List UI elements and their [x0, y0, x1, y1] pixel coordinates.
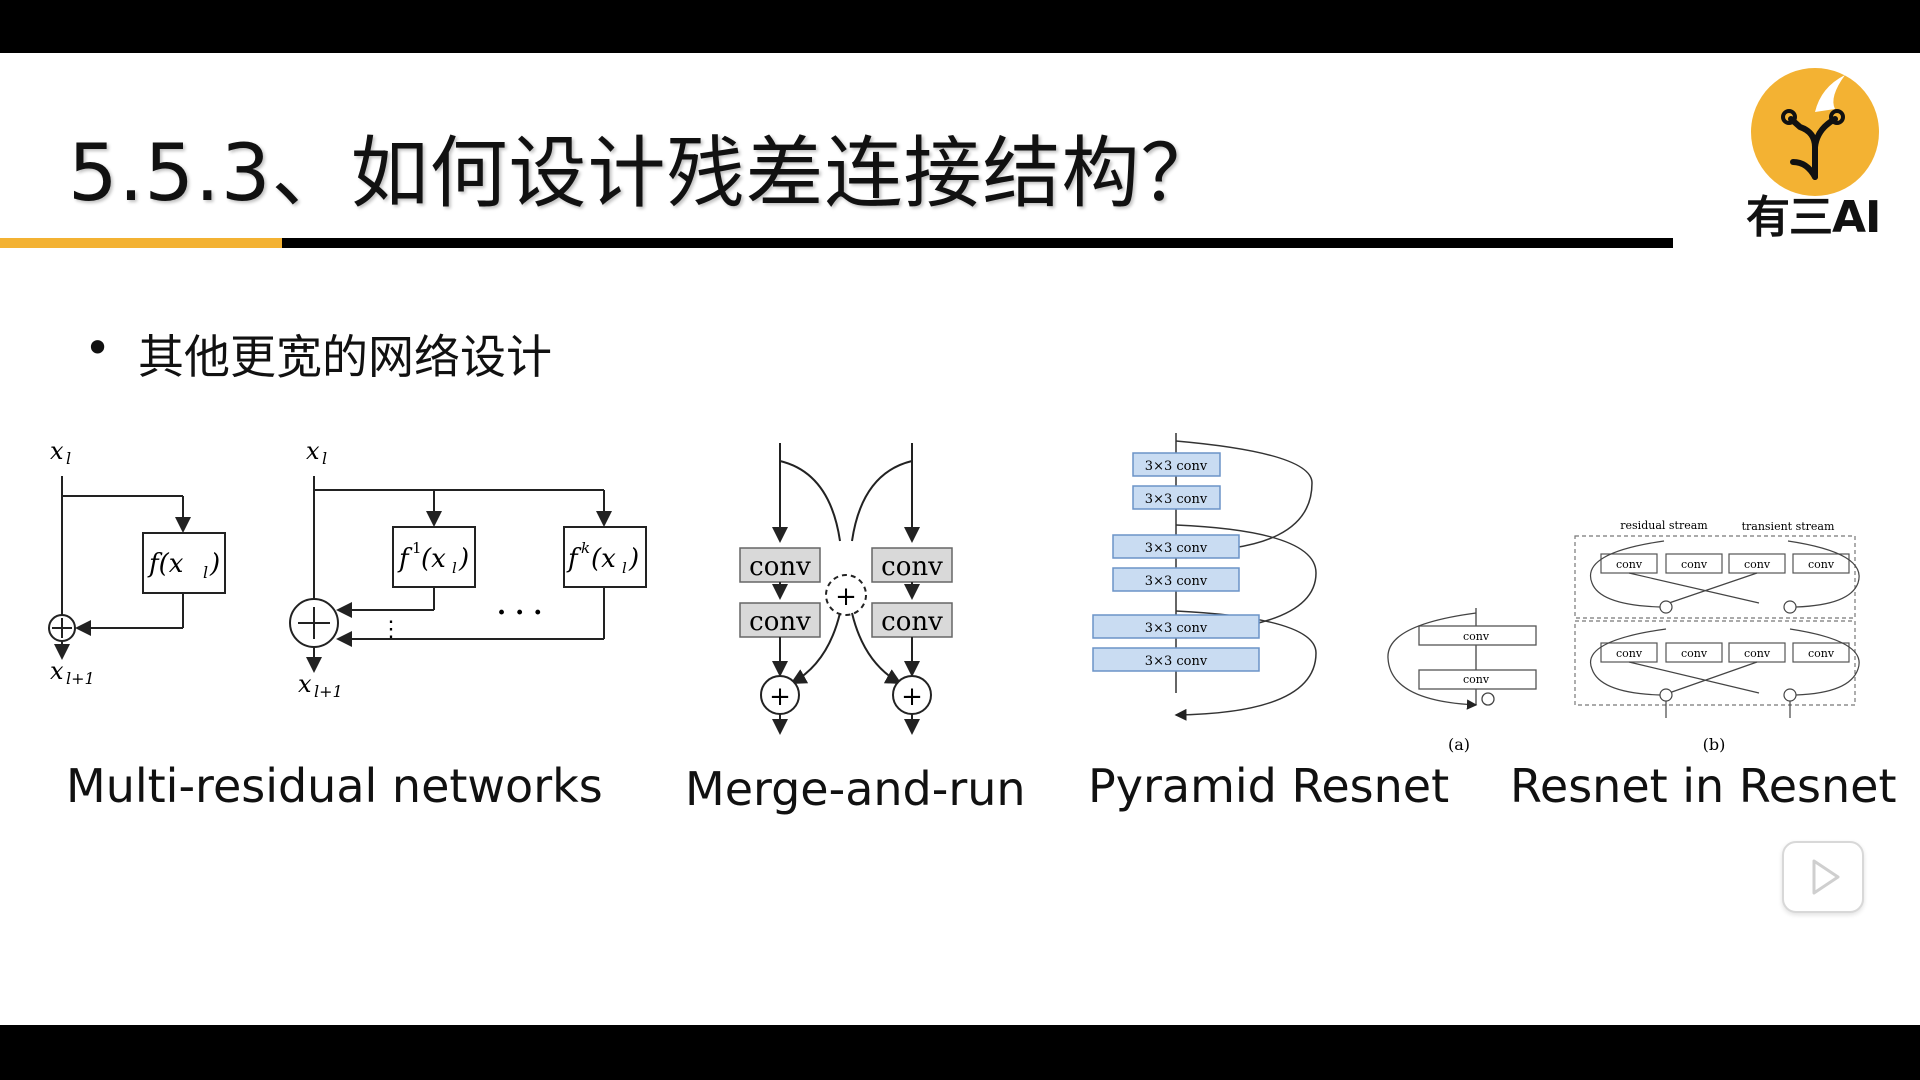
rir-b-conv-label-4: conv: [1808, 558, 1835, 571]
pyramid-label-4: 3×3 conv: [1145, 574, 1208, 589]
pyramid-label-1: 3×3 conv: [1145, 459, 1208, 474]
pyramid-label-2: 3×3 conv: [1145, 492, 1208, 507]
rir-a-conv-label-2: conv: [1463, 673, 1490, 686]
rir-b-conv-label-6: conv: [1681, 647, 1708, 660]
pyramid-block-2: [1132, 485, 1221, 510]
rir-a-conv-2: [1418, 669, 1537, 690]
f1-sup: 1: [412, 539, 422, 557]
rir-b-label: (b): [1703, 735, 1726, 754]
f1-close: ): [458, 544, 469, 574]
f1-sub: l: [452, 559, 457, 577]
pyramid-label-3: 3×3 conv: [1145, 541, 1208, 556]
pyramid-label-6: 3×3 conv: [1145, 654, 1208, 669]
right-input-sub: l: [322, 449, 327, 468]
multi-residual-left-diagram: x l f(x l ) x l+1: [48, 437, 226, 688]
left-fn-label: f(x: [147, 549, 184, 579]
pyramid-resnet-diagram: 3×3 conv 3×3 conv 3×3 conv 3×3 conv 3×3 …: [1092, 433, 1317, 721]
rir-a-label: (a): [1448, 735, 1470, 754]
rir-b-conv-2: [1665, 553, 1723, 574]
left-output-sub: l+1: [66, 669, 95, 688]
pyramid-block-4: [1112, 567, 1240, 592]
rir-b-residual-label: residual stream: [1620, 519, 1708, 532]
f1-arg: (x: [421, 544, 446, 574]
conv-box-1: [739, 547, 821, 583]
logo-text: 有三AI: [1746, 192, 1881, 243]
rir-a-conv-label-1: conv: [1463, 630, 1490, 643]
conv-box-4: [871, 602, 953, 638]
right-input-label: x: [306, 437, 320, 465]
vertical-dots: ⋮: [380, 617, 402, 642]
merge-plus: +: [835, 582, 857, 612]
bullet-text: 其他更宽的网络设计: [138, 330, 552, 384]
rir-b-conv-label-7: conv: [1744, 647, 1771, 660]
rir-b-conv-label-1: conv: [1616, 558, 1643, 571]
left-residual-box: [142, 532, 226, 594]
logo-icon: [1751, 68, 1879, 196]
rir-b-conv-label-5: conv: [1616, 647, 1643, 660]
pyramid-block-1: [1132, 452, 1221, 477]
conv-label-4: conv: [881, 607, 943, 637]
rir-b-conv-4: [1792, 553, 1850, 574]
fk-sup: k: [581, 539, 590, 557]
conv-box-2: [871, 547, 953, 583]
rir-a-conv-1: [1418, 625, 1537, 646]
slide: 5.5.3、如何设计残差连接结构？ 有三AI • 其他更宽的网络设计 x l f…: [0, 53, 1920, 1025]
title-underline-accent: [0, 238, 282, 248]
merge-and-run-diagram: conv conv conv conv + + +: [739, 443, 953, 735]
conv-label-2: conv: [881, 552, 943, 582]
sum-plus-left: +: [769, 682, 791, 712]
bullet-dot: •: [84, 321, 112, 375]
caption-merge-and-run: Merge-and-run: [685, 762, 1026, 816]
fk-arg: (x: [591, 544, 616, 574]
right-output-label: x: [298, 670, 312, 698]
rir-b-conv-8: [1792, 642, 1850, 663]
diagrams-canvas: x l f(x l ) x l+1 x l f: [48, 433, 1860, 754]
caption-multi-residual: Multi-residual networks: [66, 759, 603, 813]
sum-plus-right: +: [901, 682, 923, 712]
left-output-label: x: [50, 657, 64, 685]
slide-title: 5.5.3、如何设计残差连接结构？: [68, 129, 1220, 219]
rir-b-conv-label-2: conv: [1681, 558, 1708, 571]
fk-sub: l: [622, 559, 627, 577]
rir-diagram-b: residual stream transient stream conv co…: [1574, 519, 1860, 754]
multi-residual-right-diagram: x l f 1 (x l ) · · · f k (x l ) ⋮: [289, 437, 647, 701]
conv-label-3: conv: [749, 607, 811, 637]
title-underline: [282, 238, 1673, 248]
caption-resnet-in-resnet: Resnet in Resnet: [1510, 759, 1897, 813]
rir-b-transient-label: transient stream: [1742, 520, 1835, 533]
horizontal-dots: · · ·: [497, 598, 542, 628]
conv-label-1: conv: [749, 552, 811, 582]
fk-close: ): [628, 544, 639, 574]
left-fn-sub: l: [203, 563, 208, 582]
left-input-label: x: [50, 437, 64, 465]
caption-pyramid-resnet: Pyramid Resnet: [1088, 759, 1450, 813]
play-icon: [1812, 859, 1840, 895]
pyramid-block-6: [1092, 647, 1260, 672]
merge-node: [825, 574, 867, 616]
pyramid-block-3: [1112, 534, 1240, 559]
rir-b-conv-label-8: conv: [1808, 647, 1835, 660]
fk-box: [563, 526, 647, 588]
conv-box-3: [739, 602, 821, 638]
right-output-sub: l+1: [314, 682, 343, 701]
pyramid-label-5: 3×3 conv: [1145, 621, 1208, 636]
f1-box: [392, 526, 476, 588]
left-input-sub: l: [66, 449, 71, 468]
rir-b-conv-6: [1665, 642, 1723, 663]
pyramid-block-5: [1092, 614, 1260, 639]
play-button[interactable]: [1782, 841, 1864, 913]
left-fn-close: ): [209, 549, 220, 579]
rir-b-conv-label-3: conv: [1744, 558, 1771, 571]
rir-diagram-a: conv conv (a): [1387, 608, 1537, 754]
